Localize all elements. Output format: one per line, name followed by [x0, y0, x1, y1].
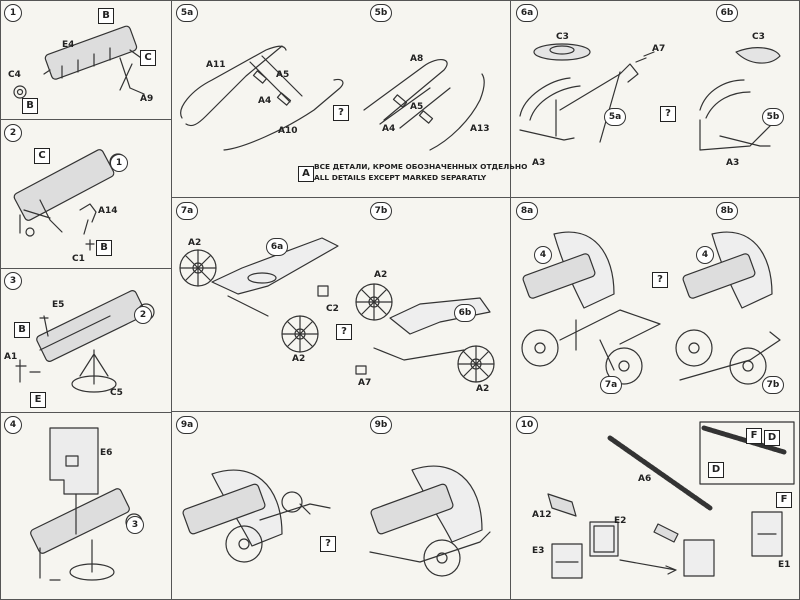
part-label-e1: E1 [778, 560, 791, 570]
part-label-a9: A9 [140, 94, 154, 104]
step-number-3: 3 [4, 272, 22, 290]
step-number-1: 1 [4, 4, 22, 22]
part-label-a5: A5 [410, 102, 424, 112]
marker-box-b-small: B [22, 98, 38, 114]
final-gun-drawing-a [182, 469, 331, 563]
parts-note-en: ALL DETAILS EXCEPT MARKED SEPARATLY [314, 173, 487, 182]
step-number-6a: 6a [516, 4, 538, 22]
ref-step-4: 4 [696, 246, 714, 264]
step-number-2: 2 [4, 124, 22, 142]
choice-marker: ? [333, 105, 349, 121]
ref-step-7b: 7b [762, 376, 784, 394]
step-number-5b: 5b [370, 4, 392, 22]
ref-step-5a: 5a [604, 108, 626, 126]
ref-step-3: 3 [126, 516, 144, 534]
part-label-a8: A8 [410, 54, 424, 64]
step-number-5a: 5a [176, 4, 198, 22]
parts-note-ru: ВСЕ ДЕТАЛИ, КРОМЕ ОБОЗНАЧЕННЫХ ОТДЕЛЬНО [314, 162, 528, 171]
part-label-c1: C1 [72, 254, 85, 264]
step-number-9a: 9a [176, 416, 198, 434]
final-gun-drawing-b [369, 465, 491, 577]
marker-box-d: D [708, 462, 724, 478]
part-label-a13: A13 [470, 124, 490, 134]
part-label-a2: A2 [292, 354, 306, 364]
marker-box-b: B [96, 240, 112, 256]
ref-step-6a: 6a [266, 238, 288, 256]
choice-marker: ? [336, 324, 352, 340]
carriage-drawing-a [519, 43, 655, 143]
part-label-c3: C3 [752, 32, 765, 42]
assembled-gun-drawing-a [521, 231, 661, 385]
ammo-belt-drawing [547, 421, 795, 579]
wheels-drawing-a [179, 237, 339, 353]
part-label-a7: A7 [652, 44, 666, 54]
part-label-a3: A3 [532, 158, 546, 168]
choice-marker: ? [652, 272, 668, 288]
step-number-4: 4 [4, 416, 22, 434]
part-label-e3: E3 [532, 546, 545, 556]
part-label-a4: A4 [382, 124, 396, 134]
part-label-a12: A12 [532, 510, 552, 520]
assembled-gun-drawing-b [675, 231, 781, 385]
step-number-7a: 7a [176, 202, 198, 220]
part-label-a1: A1 [4, 352, 18, 362]
step-number-10: 10 [516, 416, 538, 434]
shield-drawing [30, 427, 143, 581]
marker-box-f: F [776, 492, 792, 508]
marker-box-b: B [14, 322, 30, 338]
gun-mount-drawing [15, 290, 155, 393]
ref-step-7a: 7a [600, 376, 622, 394]
part-label-a5: A5 [276, 70, 290, 80]
part-label-a4: A4 [258, 96, 272, 106]
step-number-8a: 8a [516, 202, 538, 220]
marker-box-f: F [746, 428, 762, 444]
marker-box-b: B [98, 8, 114, 24]
ref-step-2: 2 [134, 306, 152, 324]
step-number-6b: 6b [716, 4, 738, 22]
part-label-e4: E4 [62, 40, 75, 50]
part-label-a2: A2 [476, 384, 490, 394]
ref-step-1: 1 [110, 154, 128, 172]
part-label-c4: C4 [8, 70, 21, 80]
ref-step-6b: 6b [454, 304, 476, 322]
part-label-a7: A7 [358, 378, 372, 388]
carriage-drawing-b [699, 47, 781, 151]
choice-marker: ? [320, 536, 336, 552]
step-number-9b: 9b [370, 416, 392, 434]
trail-frame-drawing-b [363, 59, 485, 151]
part-label-a11: A11 [206, 60, 226, 70]
marker-box-a: A [298, 166, 314, 182]
part-label-e2: E2 [614, 516, 627, 526]
trail-frame-drawing-a [180, 45, 344, 151]
part-label-a6: A6 [638, 474, 652, 484]
marker-box-c: C [140, 50, 156, 66]
step-number-8b: 8b [716, 202, 738, 220]
choice-marker: ? [660, 106, 676, 122]
part-label-a14: A14 [98, 206, 118, 216]
marker-box-d: D [764, 430, 780, 446]
gun-side-drawing [13, 149, 127, 251]
ref-step-5b: 5b [762, 108, 784, 126]
part-label-c3: C3 [556, 32, 569, 42]
part-label-a2: A2 [188, 238, 202, 248]
step-number-7b: 7b [370, 202, 392, 220]
part-label-e5: E5 [52, 300, 65, 310]
ref-step-4: 4 [534, 246, 552, 264]
marker-box-e: E [30, 392, 46, 408]
part-label-a3: A3 [726, 158, 740, 168]
part-label-a10: A10 [278, 126, 298, 136]
parts-note: ВСЕ ДЕТАЛИ, КРОМЕ ОБОЗНАЧЕННЫХ ОТДЕЛЬНО … [314, 161, 527, 183]
wheels-drawing-b [355, 283, 495, 383]
part-label-e6: E6 [100, 448, 113, 458]
part-label-c5: C5 [110, 388, 123, 398]
part-label-a2: A2 [374, 270, 388, 280]
gun-barrel-drawing [13, 25, 145, 99]
part-label-c2: C2 [326, 304, 339, 314]
marker-box-c: C [34, 148, 50, 164]
